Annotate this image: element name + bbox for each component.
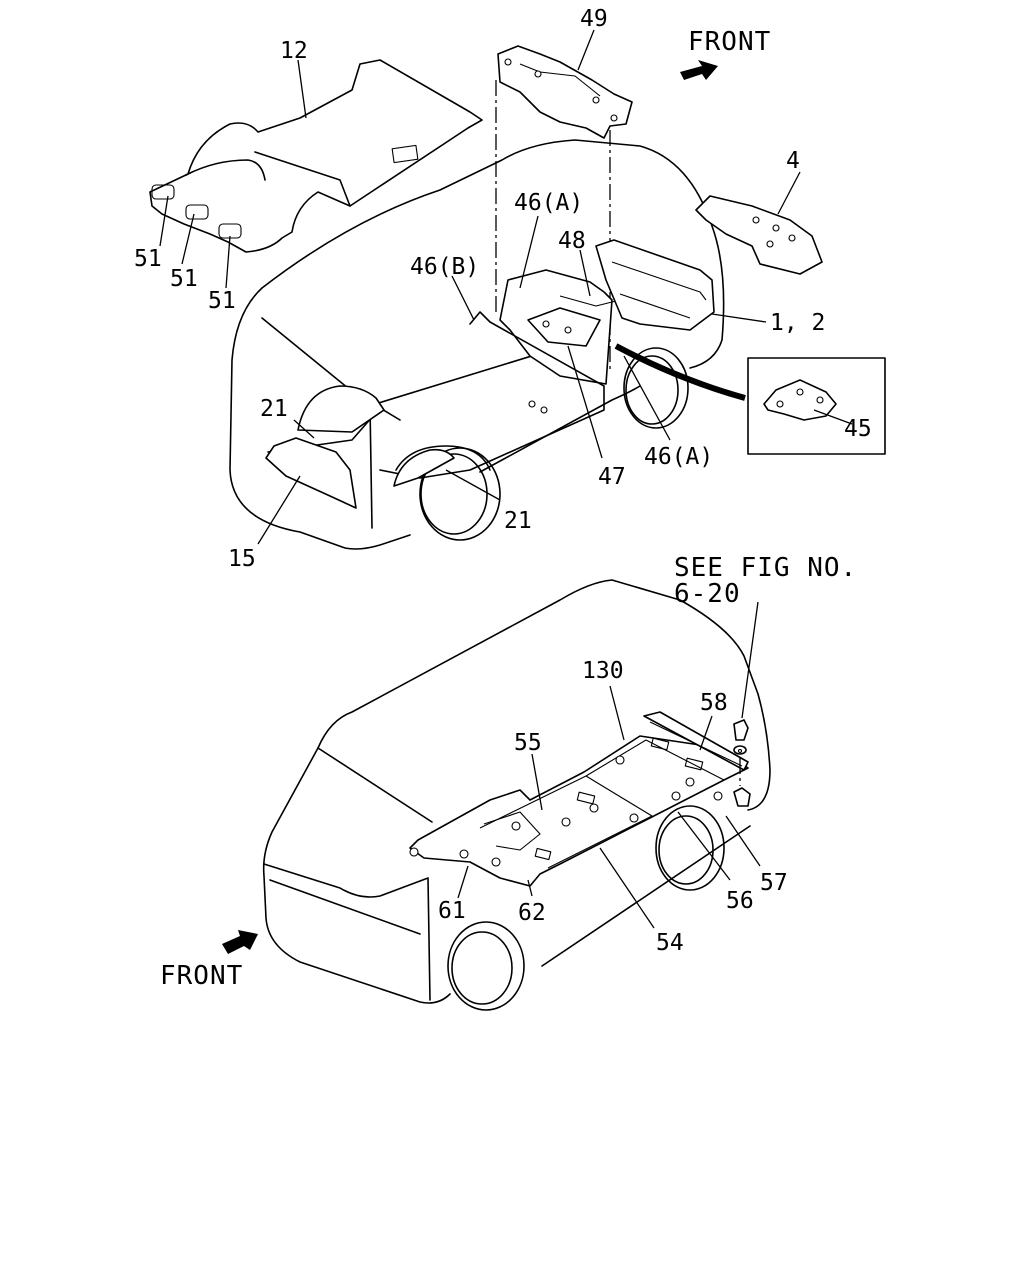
label-54: 54 [656, 930, 684, 956]
label-56: 56 [726, 888, 754, 914]
label-51-3: 51 [208, 288, 236, 314]
fastener-57 [733, 719, 751, 807]
label-front-top: FRONT [688, 27, 771, 57]
label-130: 130 [582, 658, 624, 684]
trim-15 [265, 437, 357, 509]
label-4: 4 [786, 148, 800, 174]
label-46b: 46(B) [410, 254, 479, 280]
bottom-van-outline [262, 579, 771, 1011]
insulator-4 [695, 195, 823, 275]
floor-panels-bottom [409, 735, 749, 887]
top-van-outline [229, 139, 725, 550]
label-62: 62 [518, 900, 546, 926]
rear-wheel [395, 445, 501, 541]
label-1-2: 1, 2 [770, 310, 825, 336]
bottom-front-wheel [447, 921, 525, 1011]
label-58: 58 [700, 690, 728, 716]
detail-box-45 [614, 343, 886, 455]
label-see-fig-line1: SEE FIG NO. [674, 553, 857, 583]
front-arrow-top [680, 60, 718, 80]
label-61: 61 [438, 898, 466, 924]
insulator-49 [497, 45, 633, 139]
label-51-1: 51 [134, 246, 162, 272]
label-21-1: 21 [260, 396, 288, 422]
label-57: 57 [760, 870, 788, 896]
leader-lines-bottom [457, 601, 761, 929]
label-49: 49 [580, 6, 608, 32]
label-46a-2: 46(A) [644, 444, 713, 470]
callout-labels: 12 49 FRONT 4 46(A) 48 46(B) 51 51 51 1,… [134, 6, 872, 991]
floor-mat-12 [149, 59, 483, 253]
leader-lines-top [159, 29, 853, 545]
label-21-2: 21 [504, 508, 532, 534]
label-front-bottom: FRONT [160, 961, 243, 991]
label-51-2: 51 [170, 266, 198, 292]
label-47: 47 [598, 464, 626, 490]
floor-panel-46 [499, 269, 621, 414]
label-12: 12 [280, 38, 308, 64]
step-strip-58 [643, 711, 749, 771]
label-15: 15 [228, 546, 256, 572]
wheelhouse-cover-21 [297, 385, 455, 487]
label-46a-1: 46(A) [514, 190, 583, 216]
front-wheel [623, 347, 689, 429]
label-45: 45 [844, 416, 872, 442]
front-arrow-bottom [222, 930, 258, 954]
insulator-1-2 [595, 239, 715, 331]
label-48: 48 [558, 228, 586, 254]
label-55: 55 [514, 730, 542, 756]
label-see-fig-line2: 6-20 [674, 579, 741, 609]
bottom-rear-wheel [655, 805, 725, 891]
